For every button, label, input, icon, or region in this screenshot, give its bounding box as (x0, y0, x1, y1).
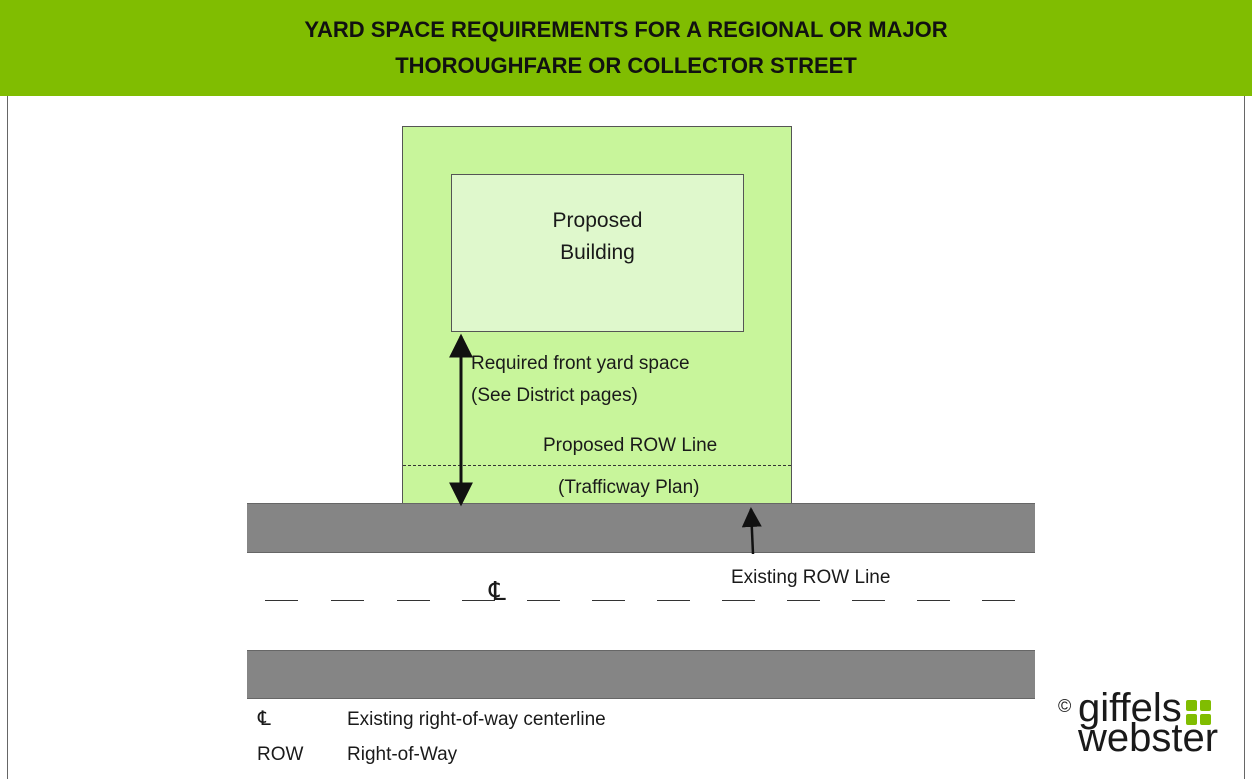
proposed-row-line (403, 465, 791, 466)
trafficway-plan-label: (Trafficway Plan) (558, 477, 700, 498)
front-yard-label: Required front yard space (471, 353, 690, 374)
title-line-2: THOROUGHFARE OR COLLECTOR STREET (395, 53, 857, 78)
logo-word-giffels: giffels (1078, 686, 1182, 730)
centerline-dash (917, 600, 950, 601)
legend-centerline-symbol: ℄ (258, 706, 271, 730)
centerline-dash (982, 600, 1015, 601)
existing-row-label: Existing ROW Line (731, 567, 891, 588)
centerline-dash (592, 600, 625, 601)
centerline-dash (397, 600, 430, 601)
legend-row-text: Right-of-Way (347, 744, 458, 765)
giffels-webster-logo: © giffels webster (1058, 686, 1223, 762)
centerline-dash (527, 600, 560, 601)
proposed-building: Proposed Building (451, 174, 744, 332)
centerline-dash (852, 600, 885, 601)
centerline-dash (657, 600, 690, 601)
proposed-row-label: Proposed ROW Line (543, 435, 718, 456)
road-edge-bottom (247, 650, 1035, 699)
title-line-1: YARD SPACE REQUIREMENTS FOR A REGIONAL O… (304, 17, 948, 42)
front-yard-note: (See District pages) (471, 385, 638, 406)
plus-mark-icon (1186, 700, 1212, 726)
centerline-dash (722, 600, 755, 601)
road-edge-top (247, 503, 1035, 553)
centerline-symbol: ℄ (489, 577, 506, 607)
page-title: YARD SPACE REQUIREMENTS FOR A REGIONAL O… (0, 0, 1252, 96)
centerline-dash (462, 600, 495, 601)
centerline-dash (787, 600, 820, 601)
centerline-dash (265, 600, 298, 601)
centerline-dash (331, 600, 364, 601)
building-label-1: Proposed (552, 209, 643, 232)
building-label-2: Building (560, 241, 635, 264)
copyright-symbol: © (1058, 696, 1072, 716)
legend-row-symbol: ROW (257, 744, 304, 765)
diagram-frame (7, 0, 1245, 779)
legend-centerline-text: Existing right-of-way centerline (347, 709, 606, 730)
